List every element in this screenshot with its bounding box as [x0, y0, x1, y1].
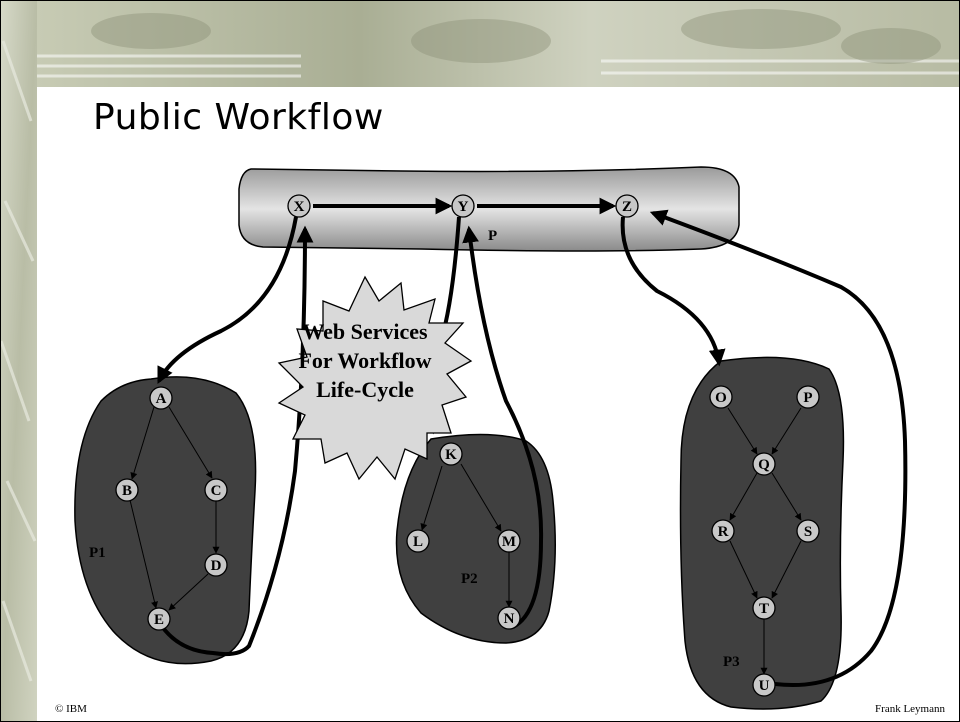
slide-title: Public Workflow — [93, 97, 384, 138]
edge-z-to-o — [620, 216, 726, 367]
edge-r-t — [729, 540, 758, 599]
node-l-label: L — [413, 534, 423, 550]
node-q-label: Q — [758, 457, 770, 473]
left-decorative-band — [1, 1, 37, 721]
callout-line-3: Life-Cycle — [316, 377, 414, 402]
process-p2-label: P2 — [461, 571, 478, 587]
node-p-label: P — [803, 390, 812, 406]
node-a: A — [149, 386, 173, 410]
node-k-label: K — [445, 447, 457, 463]
node-t: T — [752, 596, 776, 620]
node-y-label: Y — [458, 199, 469, 215]
process-p3-region — [679, 356, 845, 710]
edge-o-q — [727, 407, 758, 455]
node-x-label: X — [294, 199, 305, 215]
node-p: P — [796, 385, 820, 409]
edge-s-t — [771, 540, 802, 599]
callout-line-1: Web Services — [302, 319, 428, 344]
edge-a-b — [130, 406, 155, 480]
edge-k-l — [420, 465, 443, 531]
node-e-label: E — [154, 612, 164, 628]
node-c-label: C — [211, 483, 222, 499]
callout-starburst — [277, 275, 473, 481]
top-decorative-band — [37, 1, 959, 97]
public-process-band — [238, 166, 740, 252]
node-z-label: Z — [622, 199, 632, 215]
node-d-label: D — [211, 558, 222, 574]
node-k: K — [439, 442, 463, 466]
node-n-label: N — [504, 611, 515, 627]
callout-line-2: For Workflow — [298, 348, 431, 373]
node-l: L — [406, 529, 430, 553]
node-r: R — [711, 519, 735, 543]
node-o: O — [709, 385, 733, 409]
node-m-label: M — [502, 534, 516, 550]
footer-author: Frank Leymann — [875, 703, 945, 715]
node-z: Z — [615, 194, 639, 218]
edge-b-e — [129, 499, 158, 609]
node-u-label: U — [759, 678, 770, 694]
node-a-label: A — [156, 391, 167, 407]
node-y: Y — [451, 194, 475, 218]
edge-a-c — [168, 406, 213, 479]
edge-n-to-y — [462, 225, 544, 629]
node-q: Q — [752, 452, 776, 476]
node-o-label: O — [715, 390, 727, 406]
edge-q-r — [729, 472, 758, 521]
inner-edges — [129, 406, 802, 675]
node-x: X — [287, 194, 311, 218]
edge-u-to-z — [649, 209, 908, 687]
node-m: M — [497, 529, 521, 553]
edge-d-e — [168, 573, 209, 611]
node-b-label: B — [122, 483, 132, 499]
footer-copyright: © IBM — [55, 703, 87, 715]
process-p3-label: P3 — [723, 654, 740, 670]
node-s-label: S — [804, 524, 812, 540]
edge-p-q — [771, 407, 802, 455]
process-p1-region — [74, 376, 257, 665]
edge-q-s — [771, 472, 802, 521]
process-p2-region — [395, 433, 556, 644]
node-r-label: R — [718, 524, 729, 540]
edge-x-to-a — [157, 216, 298, 385]
node-n: N — [497, 606, 521, 630]
node-u: U — [752, 673, 776, 697]
public-process-label: P — [488, 228, 497, 244]
node-c: C — [204, 478, 228, 502]
node-e: E — [147, 607, 171, 631]
node-t-label: T — [759, 601, 769, 617]
node-b: B — [115, 478, 139, 502]
process-p1-label: P1 — [89, 545, 106, 561]
node-s: S — [796, 519, 820, 543]
edge-e-to-x — [159, 225, 314, 657]
node-d: D — [204, 553, 228, 577]
edge-k-m — [460, 463, 502, 532]
